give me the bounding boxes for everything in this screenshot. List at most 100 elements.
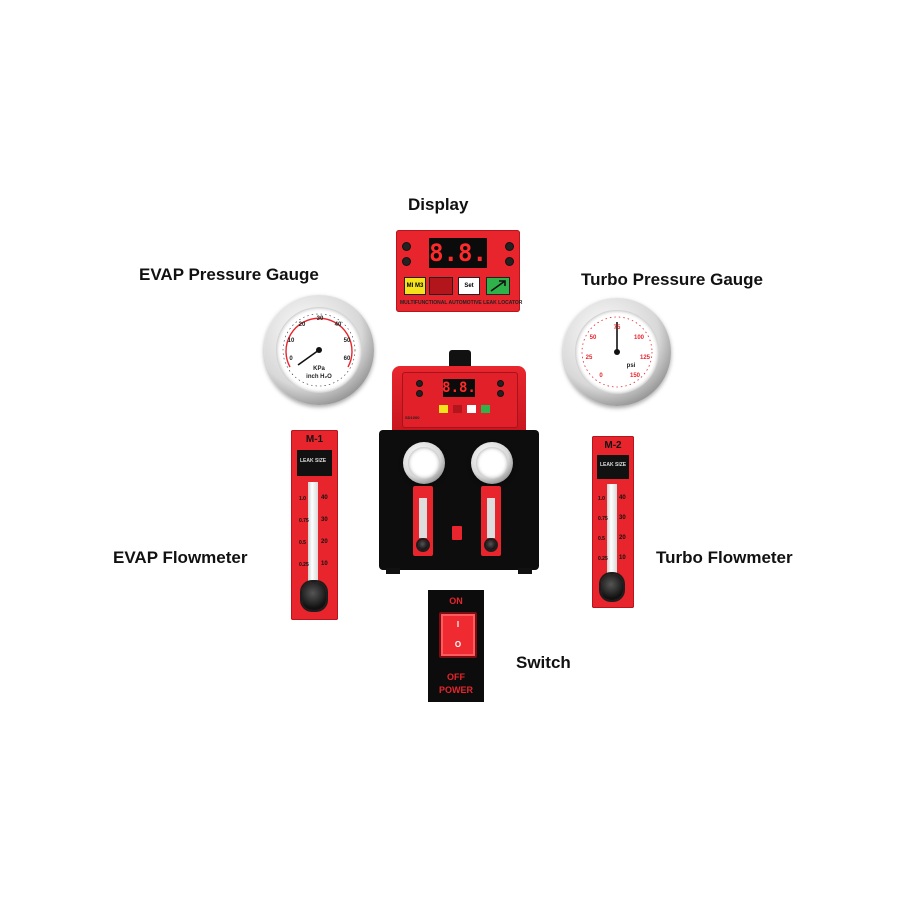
size-label: 0.75 (598, 516, 608, 522)
power-switch-panel: ON I O OFF POWER (428, 590, 484, 702)
machine-evap-flowmeter (413, 486, 433, 556)
power-rocker-switch[interactable]: I O (439, 612, 477, 658)
gauge-scale-label: 100 (633, 335, 645, 341)
set-button[interactable] (467, 405, 476, 413)
flowmeter-brand: LEAK SIZE (300, 458, 327, 464)
indicator-light (403, 258, 410, 265)
indicator-light (417, 381, 422, 386)
machine-power-switch[interactable] (452, 526, 462, 540)
size-label: 1.0 (299, 496, 306, 502)
flow-knob[interactable] (486, 540, 496, 550)
indicator-light (417, 391, 422, 396)
flow-tick: 10 (619, 555, 626, 561)
size-label: 0.5 (598, 536, 605, 542)
switch-off-label: OFF (447, 672, 465, 682)
turbo-pressure-gauge-label: Turbo Pressure Gauge (581, 270, 764, 289)
indicator-light (506, 258, 513, 265)
gauge-scale-label: 125 (639, 355, 651, 361)
size-label: 0.25 (598, 556, 608, 562)
flowmeter-tag: M-1 (305, 434, 324, 445)
arrow-icon (490, 280, 506, 292)
gauge-dial (282, 313, 356, 387)
turbo-flow-knob[interactable] (601, 574, 623, 600)
machine-lower-housing (379, 430, 539, 570)
flow-tube (419, 498, 427, 538)
switch-i-mark: I (456, 620, 460, 629)
flow-knob[interactable] (418, 540, 428, 550)
indicator-light (403, 243, 410, 250)
flowmeter-tag: M-2 (604, 440, 622, 451)
size-label: 0.5 (299, 540, 306, 546)
machine-turbo-gauge (471, 442, 513, 484)
brand-badge (453, 405, 462, 413)
machine-turbo-flowmeter (481, 486, 501, 556)
gauge-scale-label: 0 (599, 373, 603, 379)
display-panel: 8.8. MI M3 Set MULTIFUNCTIONAL AUTOMOTIV… (396, 230, 523, 312)
flow-tick: 10 (321, 561, 328, 567)
gauge-dial (581, 316, 653, 388)
evap-flowmeter: M-1 LEAK SIZE 1.0 0.75 0.5 0.25 40 30 20… (291, 430, 338, 620)
gauge-scale-label: 40 (334, 322, 342, 328)
machine-top-housing: 8.8. SD1000 (392, 366, 526, 432)
gauge-face (476, 447, 508, 479)
gauge-scale-label: 75 (613, 325, 621, 331)
machine-digital-readout: 8.8. (442, 379, 476, 397)
machine-foot (386, 568, 400, 574)
start-button[interactable] (486, 277, 510, 295)
gauge-unit: psi (626, 363, 636, 369)
panel-caption: MULTIFUNCTIONAL AUTOMOTIVE LEAK LOCATOR (400, 300, 523, 306)
flowmeter-label-plate: LEAK SIZE (297, 450, 332, 476)
mode-button[interactable]: MI M3 (404, 277, 426, 295)
gauge-scale-label: 50 (343, 338, 351, 344)
brand-badge (429, 277, 453, 295)
machine-handle (449, 350, 471, 368)
flow-tick: 30 (321, 517, 328, 523)
flow-tube (308, 482, 318, 582)
gauge-scale-label: 10 (287, 338, 295, 344)
gauge-face (408, 447, 440, 479)
gauge-unit: KPa (313, 366, 325, 372)
indicator-light (498, 381, 503, 386)
start-button[interactable] (481, 405, 490, 413)
digital-readout: 8.8. (429, 238, 487, 268)
size-label: 1.0 (598, 496, 605, 502)
flow-tube (487, 498, 495, 538)
size-label: 0.75 (299, 518, 309, 524)
indicator-light (506, 243, 513, 250)
flow-tick: 20 (321, 539, 328, 545)
turbo-pressure-gauge: 0 25 50 75 100 125 150 psi (563, 298, 671, 406)
size-label: 0.25 (299, 562, 309, 568)
flow-tick: 20 (619, 535, 626, 541)
display-label: Display (408, 195, 469, 214)
switch-on-label: ON (449, 596, 463, 606)
evap-flowmeter-label: EVAP Flowmeter (113, 548, 248, 567)
gauge-face: 0 25 50 75 100 125 150 psi (575, 310, 659, 394)
mode-button[interactable] (439, 405, 448, 413)
flow-tick: 40 (619, 495, 626, 501)
turbo-flowmeter-label: Turbo Flowmeter (656, 548, 793, 567)
evap-flow-knob[interactable] (302, 582, 326, 610)
indicator-light (498, 391, 503, 396)
gauge-scale-label: 30 (316, 316, 324, 322)
flowmeter-label-plate: LEAK SIZE (597, 455, 629, 479)
switch-o-mark: O (454, 640, 462, 649)
machine-front-panel: 8.8. SD1000 (402, 372, 518, 428)
switch-label: Switch (516, 653, 571, 672)
model-label: SD1000 (405, 415, 420, 420)
gauge-scale-label: 20 (298, 322, 306, 328)
flow-tube (607, 484, 617, 574)
flow-tick: 40 (321, 495, 328, 501)
gauge-scale-label: 0 (289, 356, 293, 362)
set-button[interactable]: Set (458, 277, 480, 295)
turbo-flowmeter: M-2 LEAK SIZE 1.0 0.75 0.5 0.25 40 30 20… (592, 436, 634, 608)
evap-pressure-gauge-label: EVAP Pressure Gauge (139, 265, 319, 284)
gauge-scale-label: 60 (343, 356, 351, 362)
gauge-scale-label: 25 (585, 355, 593, 361)
gauge-scale-label: 50 (589, 335, 597, 341)
flowmeter-brand: LEAK SIZE (600, 462, 627, 468)
evap-pressure-gauge: 0 10 20 30 40 50 60 KPa inch H₂O (264, 295, 374, 405)
machine-evap-gauge (403, 442, 445, 484)
machine-foot (518, 568, 532, 574)
gauge-scale-label: 150 (629, 373, 641, 379)
gauge-face: 0 10 20 30 40 50 60 KPa inch H₂O (276, 307, 362, 393)
